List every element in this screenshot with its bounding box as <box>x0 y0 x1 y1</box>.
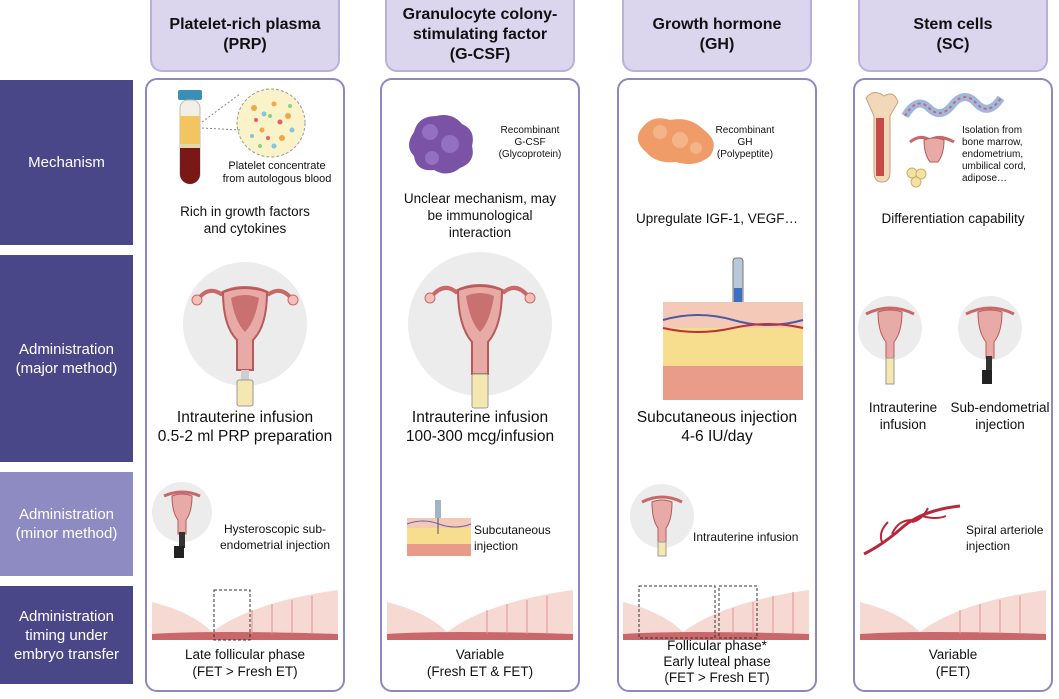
endometrium-cycle-gh <box>623 585 809 640</box>
endometrium-cycle-sc <box>860 590 1046 640</box>
platelet-concentrate-icon <box>236 88 306 158</box>
umbilical-cord-icon <box>901 93 1005 119</box>
gh-mechanism-text: Upregulate IGF-1, VEGF… <box>635 211 799 226</box>
uterus-intrauterine-infusion-icon-gcsf <box>408 252 552 409</box>
gh-minor-method-text: Intrauterine infusion <box>693 530 799 544</box>
gcsf-major-method-text: Intrauterine infusion 100-300 mcg/infusi… <box>405 409 555 445</box>
gcsf-protein-icon <box>409 115 473 174</box>
row-label-timing: Administration timing under embryo trans… <box>0 586 133 684</box>
gcsf-mechanism-note: Recombinant G-CSF (Glycoprotein) <box>498 125 562 160</box>
uterus-intrauterine-infusion-icon <box>183 262 307 407</box>
prp-major-method-text: Intrauterine infusion 0.5-2 ml PRP prepa… <box>157 409 333 445</box>
column-header-prp: Platelet-rich plasma (PRP) <box>150 0 340 72</box>
row-label-mechanism: Mechanism <box>0 80 133 245</box>
gcsf-mechanism-text: Unclear mechanism, may be immunological … <box>403 191 557 240</box>
gh-timing-text: Follicular phase* Early luteal phase (FE… <box>663 638 771 685</box>
sc-mechanism-text: Differentiation capability <box>881 211 1025 226</box>
sc-mechanism-note: Isolation from bone marrow, endometrium,… <box>962 125 1026 184</box>
row-label-major-method: Administration (major method) <box>0 255 133 462</box>
prp-minor-method-text: Hysteroscopic sub- endometrial injection <box>219 522 331 552</box>
skin-injection-icon-gh <box>662 257 804 400</box>
gh-major-method-text: Subcutaneous injection 4-6 IU/day <box>636 409 798 445</box>
prp-mechanism-note: Platelet concentrate from autologous blo… <box>222 160 332 185</box>
endometrium-cycle-prp <box>152 589 338 641</box>
gcsf-timing-text: Variable (Fresh ET & FET) <box>426 647 534 679</box>
blood-tube-icon <box>178 90 202 184</box>
skin-injection-icon-gcsf <box>406 500 472 556</box>
zoom-dashed-lines <box>201 93 241 131</box>
spiral-arteriole-icon <box>863 504 961 556</box>
hysteroscope-uterus-icon <box>152 482 212 558</box>
endometrium-cycle-gcsf <box>387 590 573 640</box>
column-header-gcsf: Granulocyte colony- stimulating factor (… <box>385 0 575 72</box>
gh-mechanism-note: Recombinant GH (Polypeptite) <box>715 125 775 160</box>
column-header-gh: Growth hormone (GH) <box>622 0 812 72</box>
uterus-injection-icon-sc <box>958 296 1022 384</box>
prp-mechanism-text: Rich in growth factors and cytokines <box>180 204 310 236</box>
gh-polypeptide-icon <box>637 118 714 164</box>
uterus-small-icon-sc <box>909 135 955 163</box>
sc-major-method-injection-text: Sub-endometrial injection <box>950 400 1050 432</box>
uterus-icon-gh <box>630 484 694 557</box>
sc-major-method-infusion-text: Intrauterine infusion <box>868 400 938 432</box>
gcsf-minor-method-text: Subcutaneous injection <box>474 523 551 553</box>
row-label-minor-method: Administration (minor method) <box>0 472 133 576</box>
prp-timing-text: Late follicular phase (FET > Fresh ET) <box>184 647 306 679</box>
adipose-icon <box>906 167 927 188</box>
uterus-infusion-icon-sc <box>858 296 922 385</box>
sc-timing-text: Variable (FET) <box>928 647 978 679</box>
sc-minor-method-text: Spiral arteriole injection <box>966 523 1044 553</box>
bone-marrow-icon <box>865 92 899 183</box>
column-header-sc: Stem cells (SC) <box>858 0 1048 72</box>
